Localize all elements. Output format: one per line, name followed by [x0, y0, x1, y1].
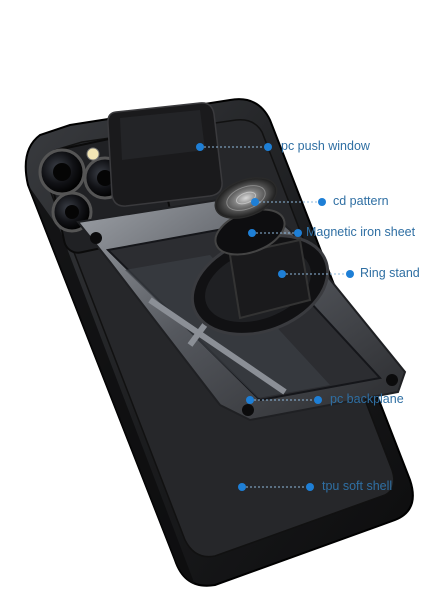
label-magnetic-iron-sheet: Magnetic iron sheet	[306, 225, 416, 239]
dot-pc-backplane-end	[314, 396, 322, 404]
label-tpu-soft-shell: tpu soft shell	[322, 479, 393, 493]
pc-push-window	[107, 102, 223, 207]
label-pc-push-window: pc push window	[281, 139, 370, 153]
dot-pc-push-window-end	[264, 143, 272, 151]
callout-leaders	[200, 146, 350, 488]
ring-stand	[190, 234, 330, 336]
dot-pc-push-window-start	[196, 143, 204, 151]
dot-magnetic-iron-sheet-start	[248, 229, 256, 237]
dot-cd-pattern-end	[318, 198, 326, 206]
label-ring-stand: Ring stand	[360, 266, 420, 280]
cd-pattern	[214, 177, 278, 219]
dot-ring-stand-start	[278, 270, 286, 278]
label-pc-backplane: pc backplane	[330, 392, 404, 406]
dot-ring-stand-end	[346, 270, 354, 278]
label-cd-pattern: cd pattern	[333, 194, 389, 208]
dot-tpu-soft-shell-start	[238, 483, 246, 491]
dot-pc-backplane-start	[246, 396, 254, 404]
dot-tpu-soft-shell-end	[306, 483, 314, 491]
dot-magnetic-iron-sheet-end	[294, 229, 302, 237]
dot-cd-pattern-start	[251, 198, 259, 206]
callout-dots	[196, 143, 354, 491]
